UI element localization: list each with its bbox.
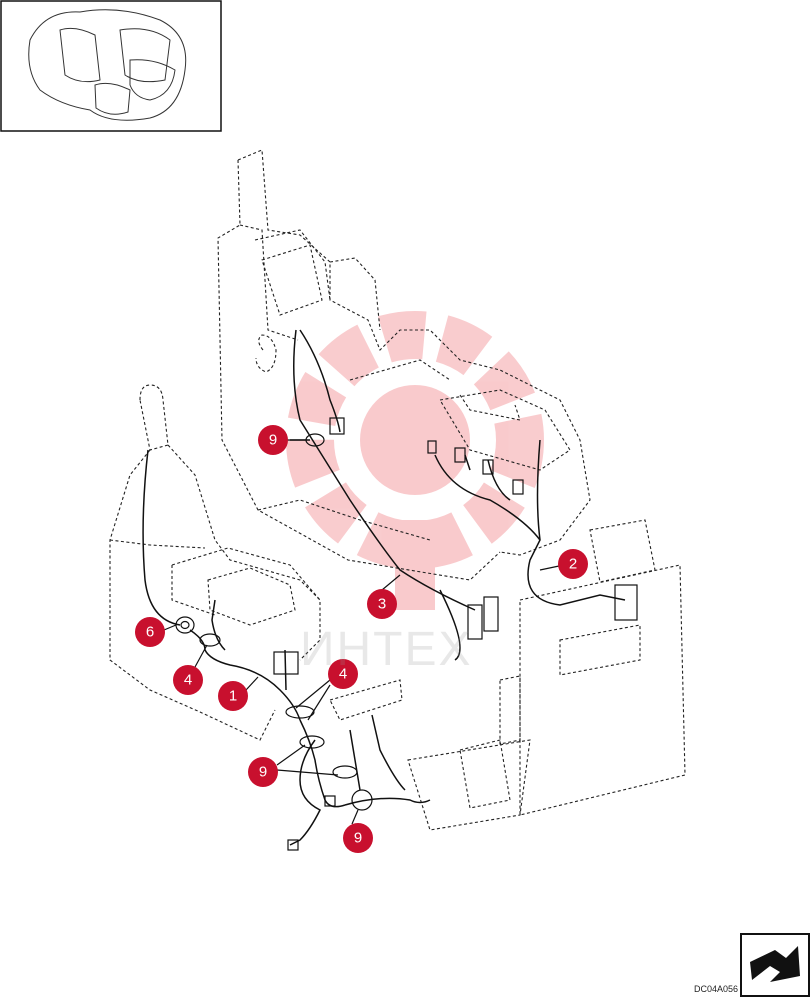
leader-lines [163,439,560,825]
callout-3: 3 [367,589,397,619]
svg-text:1: 1 [229,688,237,705]
watermark-logo [286,311,544,610]
callouts: 9 2 3 6 4 4 1 9 9 [135,425,588,853]
svg-text:4: 4 [339,666,347,683]
document-code: DC04A056 [693,984,738,994]
seat-outline [217,149,591,581]
callout-9-middle: 9 [248,757,278,787]
svg-text:9: 9 [259,764,267,781]
svg-text:9: 9 [269,432,277,449]
callout-6: 6 [135,617,165,647]
svg-text:3: 3 [378,596,386,613]
callout-4-right: 4 [328,659,358,689]
svg-text:6: 6 [146,624,154,641]
callout-4-left: 4 [173,665,203,695]
orientation-arrow-icon [740,933,810,997]
connectors [175,417,638,851]
joystick-console-outline [109,384,321,741]
callout-2: 2 [558,549,588,579]
control-box-outline [329,519,686,831]
callout-9-top: 9 [258,425,288,455]
svg-text:9: 9 [354,830,362,847]
watermark-text: ИНТЕХ [300,623,473,676]
overview-thumbnail [0,0,222,132]
callout-1: 1 [218,681,248,711]
callout-9-bottom: 9 [343,823,373,853]
svg-text:4: 4 [184,672,192,689]
svg-text:2: 2 [569,556,577,573]
